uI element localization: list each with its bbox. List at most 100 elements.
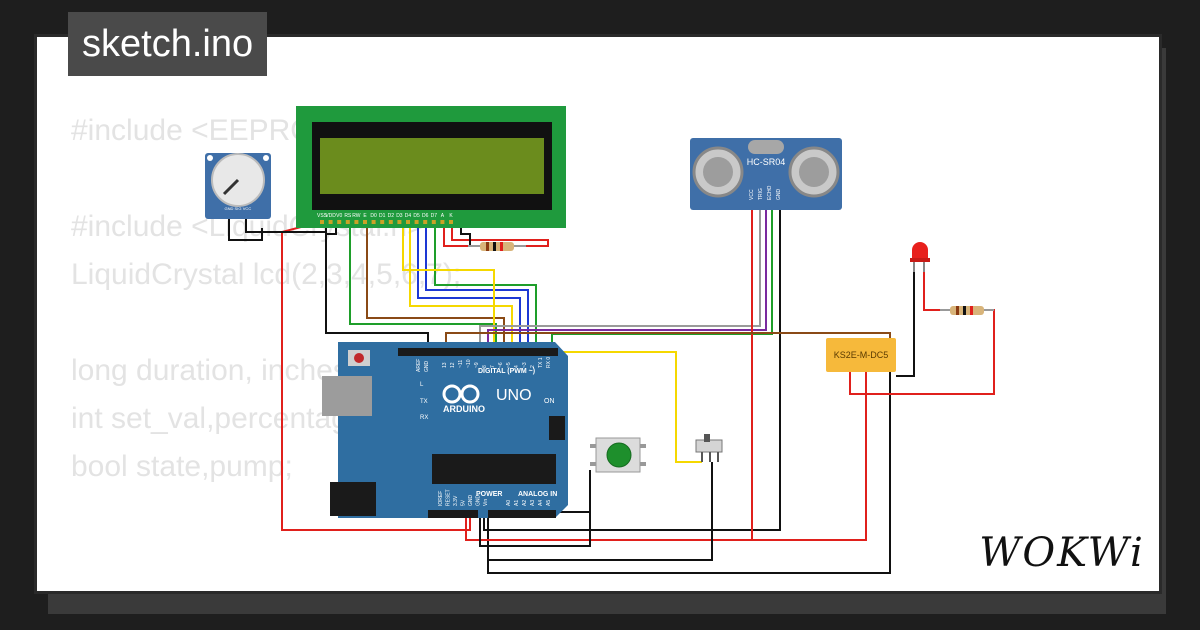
pin-pad[interactable]	[440, 220, 445, 224]
wokwi-logo: WOKWi	[979, 530, 1145, 576]
lcd-pin-label: D0	[370, 213, 377, 219]
power-pin-label: 5V	[461, 499, 467, 506]
wire-black-lcd-gnd[interactable]	[325, 222, 429, 348]
relay-module[interactable]: KS2E-M-DC5	[826, 338, 896, 372]
wire-black-led[interactable]	[896, 270, 915, 377]
lcd-pin-label: D6	[422, 213, 429, 219]
button-cap[interactable]	[606, 442, 632, 468]
sensor-pin-label: ECHO	[767, 185, 773, 200]
pin-pad[interactable]	[388, 220, 393, 224]
digital-header	[398, 348, 558, 356]
arduino-logo: UNO ARDUINO	[442, 384, 532, 414]
pin-pad[interactable]	[423, 220, 428, 224]
lcd-pin-label: D4	[405, 213, 412, 219]
pin-pad[interactable]	[328, 220, 333, 224]
pushbutton[interactable]	[590, 437, 646, 473]
wire-purple-sensor-trig[interactable]	[487, 200, 767, 348]
slide-switch[interactable]	[695, 434, 723, 462]
wire-green-lcd-d7[interactable]	[434, 222, 537, 348]
digital-label: DIGITAL (PWM ~)	[478, 368, 535, 375]
sensor-label: HC-SR04	[747, 157, 786, 167]
pin-pad[interactable]	[449, 220, 453, 224]
pin-pad[interactable]	[354, 220, 359, 224]
digital-pin-label: 4	[514, 365, 520, 368]
digital-pin-label: ~3	[522, 362, 528, 368]
wire-red-lcd-backlight[interactable]	[451, 222, 549, 247]
file-title-badge[interactable]: sketch.ino	[68, 12, 268, 76]
wire-red-led-resistor[interactable]	[923, 270, 944, 311]
wire-black-switch[interactable]	[488, 462, 713, 561]
wire-red-lcd-power[interactable]	[281, 221, 471, 531]
digital-pin-label: 12	[450, 362, 456, 368]
pot-pin-label: SIG	[235, 206, 242, 211]
pot-knob-pointer	[222, 178, 240, 196]
uno-led-label: TX	[420, 399, 428, 405]
lcd-pin-label: VSS	[317, 213, 328, 219]
wire-yellow-lcd-d4b[interactable]	[402, 222, 495, 348]
pin-pad[interactable]	[397, 220, 402, 224]
pot-pin-label: VCC	[243, 206, 252, 211]
digital-pin-label: 13	[442, 362, 448, 368]
digital-pin-label: ~11	[458, 360, 464, 368]
reset-button[interactable]	[354, 353, 364, 363]
pin-pad[interactable]	[363, 220, 367, 224]
lcd-pin-label: D5	[413, 213, 420, 219]
resistor-lcd	[468, 242, 526, 251]
sensor-pin-label: TRIG	[758, 188, 764, 200]
analog-pin-label: A1	[514, 500, 520, 506]
analog-header	[488, 510, 556, 518]
analog-pin-label: A0	[506, 500, 512, 506]
lcd-pin-label: E	[363, 213, 367, 219]
digital-pin-label: ~9	[474, 362, 480, 368]
power-pin-label: 3.3V	[453, 495, 459, 506]
lcd-pin-label: D1	[379, 213, 386, 219]
relay-label: KS2E-M-DC5	[834, 350, 889, 360]
wire-blue-lcd-d6[interactable]	[425, 222, 529, 348]
board-name: UNO	[496, 387, 532, 404]
lcd-pin-label: D2	[388, 213, 395, 219]
wire-black-button[interactable]	[479, 470, 591, 547]
red-led[interactable]	[910, 242, 930, 272]
lcd-pin-label: RS	[344, 213, 352, 219]
pin-pad[interactable]	[414, 220, 419, 224]
power-pin-label: GND	[468, 495, 474, 507]
pin-pad[interactable]	[431, 220, 436, 224]
power-pin-label: GND	[476, 495, 482, 507]
digital-pin-label: TX 1	[538, 357, 544, 368]
digital-pin-label: 8	[482, 365, 488, 368]
lcd-pin-label: K	[449, 213, 453, 219]
wire-red-resistor-lcd[interactable]	[443, 222, 478, 247]
wire-black-pot-gnd[interactable]	[228, 212, 263, 241]
pin-pad[interactable]	[380, 220, 385, 224]
mcu-chip	[432, 454, 556, 484]
pin-pad[interactable]	[371, 220, 376, 224]
analog-pin-label: A3	[530, 500, 536, 506]
pin-pad[interactable]	[406, 220, 410, 224]
analog-pin-label: A4	[538, 500, 544, 506]
pin-pad[interactable]	[345, 220, 350, 224]
digital-pin-label: 7	[490, 365, 496, 368]
wire-green-lcd-rs[interactable]	[349, 222, 497, 348]
wire-red-relay-vcc2[interactable]	[476, 370, 867, 541]
wire-gray-sensor-vcc[interactable]	[479, 200, 761, 348]
pot-pin-label: GND	[225, 206, 234, 211]
wire-black-relay-gnd[interactable]	[487, 370, 891, 574]
arduino-uno[interactable]: UNO ARDUINO DIGITAL (PWM ~) POWER ANALOG…	[322, 342, 568, 518]
lcd-screen	[320, 138, 544, 194]
power-pin-label: Vin	[483, 499, 489, 506]
digital-pin-label: ~6	[498, 362, 504, 368]
pin-pad[interactable]	[337, 220, 342, 224]
wire-yellow-switch[interactable]	[464, 351, 702, 463]
sensor-pin-label: VCC	[749, 189, 755, 200]
wire-blue-lcd-d5[interactable]	[417, 222, 521, 348]
pin-pad[interactable]	[320, 220, 324, 224]
lcd-pin-label: D3	[396, 213, 403, 219]
digital-pin-label: ~5	[506, 362, 512, 368]
